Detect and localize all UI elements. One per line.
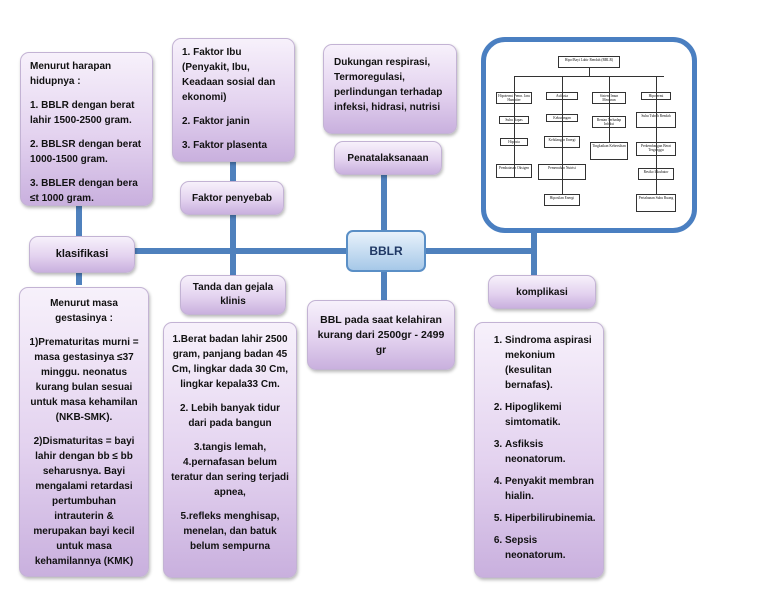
harapan-item: 1. BBLR dengan berat lahir 1500-2500 gra… bbox=[30, 100, 135, 126]
penyebab-item: 2. Faktor janin bbox=[182, 116, 250, 127]
penatalaksanaan-label: Penatalaksanaan bbox=[347, 152, 429, 164]
komplikasi-item: Sindroma aspirasi mekonium (kesulitan be… bbox=[505, 333, 595, 393]
definisi-text: BBL pada saat kelahiran kurang dari 2500… bbox=[317, 313, 445, 356]
klasifikasi-gestasi-box: Menurut masa gestasinya : 1)Prematuritas… bbox=[19, 287, 149, 577]
gejala-item: 2. Lebih banyak tidur dari pada bangun bbox=[179, 403, 281, 429]
thumb-node: Pertahanan Suhu Ruang bbox=[636, 194, 676, 212]
gejala-item: 1.Berat badan lahir 2500 gram, panjang b… bbox=[171, 334, 289, 390]
thumb-link bbox=[656, 76, 657, 194]
penatalaksanaan-vertical-connector bbox=[381, 172, 387, 232]
penyebab-item: 3. Faktor plasenta bbox=[182, 140, 268, 151]
komplikasi-item: Hipoglikemi simtomatik. bbox=[505, 400, 595, 430]
pathway-thumbnail: Hipo/Bayi Lahir Rendah (BBLR) Hipotermi … bbox=[481, 37, 697, 233]
klasifikasi-label-box: klasifikasi bbox=[29, 236, 135, 273]
definisi-vertical-connector bbox=[381, 270, 387, 302]
thumb-title-node: Hipo/Bayi Lahir Rendah (BBLR) bbox=[558, 56, 620, 68]
klasifikasi-label: klasifikasi bbox=[55, 248, 109, 260]
gejala-label-box: Tanda dan gejala klinis bbox=[180, 275, 286, 315]
gejala-label: Tanda dan gejala klinis bbox=[192, 282, 274, 307]
gestasi-intro: Menurut masa gestasinya : bbox=[50, 298, 118, 324]
thumb-link bbox=[589, 68, 590, 76]
penatalaksanaan-text: Dukungan respirasi, Termoregulasi, perli… bbox=[334, 57, 443, 113]
komplikasi-label-box: komplikasi bbox=[488, 275, 596, 309]
komplikasi-vertical-connector bbox=[531, 230, 537, 280]
klasifikasi-harapan-box: Menurut harapan hidupnya : 1. BBLR denga… bbox=[20, 52, 153, 206]
penyebab-item: 1. Faktor Ibu (Penyakit, Ibu, Keadaan so… bbox=[182, 47, 276, 103]
penyebab-vertical-connector bbox=[230, 155, 236, 285]
thumb-title: Hipo/Bayi Lahir Rendah (BBLR) bbox=[564, 58, 614, 62]
komplikasi-item: Penyakit membran hialin. bbox=[505, 474, 595, 504]
hub-label: BBLR bbox=[369, 244, 403, 258]
thumb-node: Hiposilan Energi bbox=[544, 194, 580, 206]
thumb-link bbox=[514, 76, 664, 77]
harapan-item: 2. BBLSR dengan berat 1000-1500 gram. bbox=[30, 139, 142, 165]
gejala-item: 3.tangis lemah, 4.pernafasan belum terat… bbox=[171, 442, 289, 498]
main-horizontal-connector bbox=[80, 248, 533, 254]
komplikasi-items-box: Sindroma aspirasi mekonium (kesulitan be… bbox=[474, 322, 604, 578]
harapan-item: 3. BBLER dengan bera ≤t 1000 gram. bbox=[30, 178, 138, 204]
penyebab-items-box: 1. Faktor Ibu (Penyakit, Ibu, Keadaan so… bbox=[172, 38, 295, 162]
gejala-items-box: 1.Berat badan lahir 2500 gram, panjang b… bbox=[163, 322, 297, 578]
komplikasi-item: Hiperbilirubinemia. bbox=[505, 511, 596, 526]
penyebab-label-box: Faktor penyebab bbox=[180, 181, 284, 215]
definisi-box: BBL pada saat kelahiran kurang dari 2500… bbox=[307, 300, 455, 370]
thumb-link bbox=[609, 76, 610, 142]
komplikasi-item: Asfiksis neonatorum. bbox=[505, 437, 595, 467]
hub-bblr: BBLR bbox=[346, 230, 426, 272]
komplikasi-label: komplikasi bbox=[516, 286, 568, 298]
komplikasi-item: Sepsis neonatorum. bbox=[505, 533, 595, 563]
thumb-link bbox=[514, 76, 515, 178]
gejala-item: 5.refleks menghisap, menelan, dan batuk … bbox=[180, 511, 280, 552]
harapan-intro: Menurut harapan hidupnya : bbox=[30, 61, 112, 87]
thumb-node: Tingkatkan Kebersihan bbox=[590, 142, 628, 160]
penyebab-label: Faktor penyebab bbox=[191, 192, 273, 204]
komplikasi-list: Sindroma aspirasi mekonium (kesulitan be… bbox=[485, 333, 596, 563]
penatalaksanaan-text-box: Dukungan respirasi, Termoregulasi, perli… bbox=[323, 44, 457, 134]
gestasi-item: 1)Prematuritas murni = masa gestasinya ≤… bbox=[29, 337, 139, 423]
thumb-link bbox=[562, 76, 563, 194]
penatalaksanaan-label-box: Penatalaksanaan bbox=[334, 141, 442, 175]
gestasi-item: 2)Dismaturitas = bayi lahir dengan bb ≤ … bbox=[33, 436, 135, 567]
